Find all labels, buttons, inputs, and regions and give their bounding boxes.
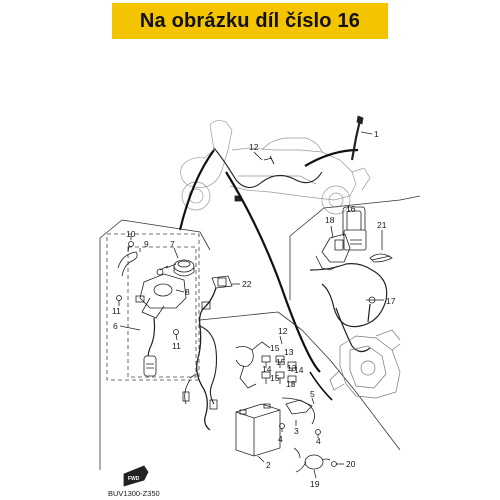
fwd-arrow (123, 465, 149, 487)
leader-5 (311, 397, 315, 405)
leader-6 (119, 325, 141, 331)
callout-13: 13 (284, 347, 294, 357)
scooter-outline (180, 120, 371, 215)
part-11-bolt-a (116, 295, 122, 306)
leader-7 (173, 247, 179, 259)
callout-3: 3 (294, 426, 299, 436)
divider-curve-center (225, 171, 321, 373)
callout-4: 4 (316, 436, 321, 446)
callout-14: 14 (262, 364, 272, 374)
callout-11: 11 (172, 341, 181, 351)
divider-curve-bottom (309, 371, 333, 401)
callout-14: 14 (294, 365, 304, 375)
part-22-connector (211, 275, 233, 289)
callout-8: 8 (185, 287, 190, 297)
part-19-horn (293, 447, 331, 473)
ignition-group-box (106, 233, 200, 381)
part-7-switch-top (156, 259, 195, 277)
harness-connector-c (209, 399, 218, 410)
callout-17: 17 (386, 296, 396, 306)
callout-2: 2 (266, 460, 271, 470)
callout-19: 19 (310, 479, 320, 489)
banner-title: Na obrázku díl číslo 16 (139, 9, 361, 32)
callout-7: 7 (170, 239, 175, 249)
part-3-band (281, 397, 315, 425)
leader-12-fuse (279, 335, 283, 345)
main-harness-top (213, 147, 323, 189)
part-16-unit (342, 206, 367, 251)
callout-11: 11 (112, 306, 121, 316)
callout-12: 12 (249, 142, 259, 152)
callout-18: 18 (325, 215, 335, 225)
callout-5: 5 (310, 389, 315, 399)
right-harness-tail (335, 307, 371, 353)
part-2-battery (235, 403, 281, 457)
callout-13: 13 (287, 363, 297, 373)
part-21-strap (369, 253, 393, 263)
part-5-bracket (285, 399, 313, 415)
fuse-group (235, 341, 297, 389)
diagram-code: BUV1300-Z350 (108, 489, 160, 498)
leader-18 (330, 225, 334, 239)
part-6-cable (143, 317, 157, 377)
left-harness-lower (184, 373, 197, 405)
callout-16: 16 (346, 204, 356, 214)
leader-12-top (253, 151, 263, 161)
part-11-bolt-b (173, 329, 179, 341)
callout-1: 1 (374, 129, 379, 139)
callout-6: 6 (113, 321, 118, 331)
leader-19 (313, 469, 317, 479)
fwd-label: FWD (128, 476, 140, 482)
callout-15: 15 (276, 357, 286, 367)
right-region-frame (289, 195, 421, 237)
callout-15: 15 (270, 373, 280, 383)
part-4-bolt-a (279, 423, 285, 432)
left-harness-branch (199, 325, 218, 405)
callout-20: 20 (346, 459, 356, 469)
part-9-clip (117, 251, 138, 277)
harness-connector-b (182, 391, 190, 402)
part-8-switch-body (135, 273, 187, 319)
divider-curve-right (304, 148, 359, 167)
right-harness (309, 263, 388, 328)
engine-outline (329, 329, 401, 399)
ignition-subgroup-box (127, 246, 197, 378)
callout-15: 15 (270, 343, 280, 353)
callout-9: 9 (144, 239, 149, 249)
part-17-bolt (366, 296, 376, 323)
callout-12: 12 (278, 326, 288, 336)
callout-21: 21 (377, 220, 387, 230)
callout-22: 22 (242, 279, 252, 289)
callout-10: 10 (126, 229, 136, 239)
part-10-bolt (127, 241, 134, 253)
left-harness (196, 287, 217, 431)
callout-13: 13 (286, 379, 296, 389)
part-4-bolt-b (315, 429, 321, 438)
callout-4: 4 (278, 434, 283, 444)
left-region-frame (99, 219, 211, 251)
leader-2 (257, 455, 265, 463)
title-banner: Na obrázku díl číslo 16 (112, 3, 388, 39)
lower-region-frame (277, 311, 401, 451)
leader-1 (360, 131, 373, 135)
part-20-bolt (331, 461, 344, 467)
leader-8 (175, 289, 185, 293)
divider-curve-left (178, 149, 215, 231)
part-1-rod (350, 115, 364, 161)
lower-region-left (199, 311, 279, 321)
harness-connector-a (201, 301, 211, 310)
